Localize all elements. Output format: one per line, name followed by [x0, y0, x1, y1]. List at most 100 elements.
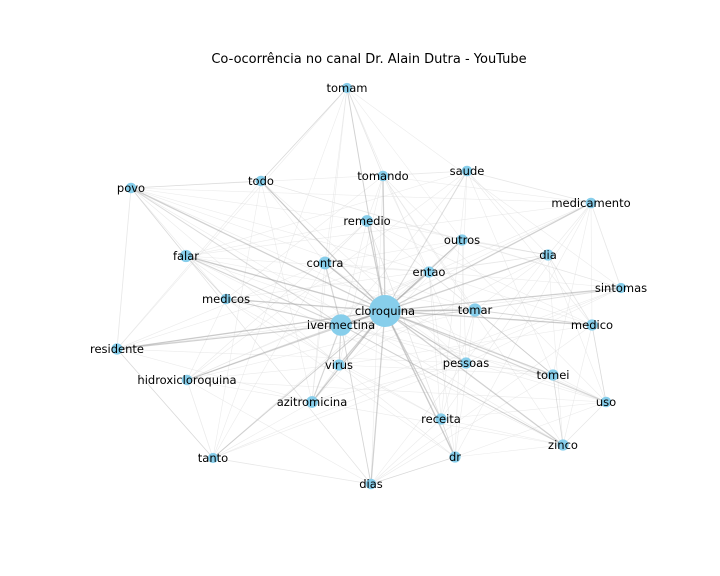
node-label-uso: uso [596, 395, 616, 409]
background-edge [338, 364, 456, 458]
background-edge [454, 202, 592, 458]
node-povo[interactable] [125, 182, 137, 194]
edge-tomar-medico [474, 309, 593, 326]
node-outros[interactable] [456, 234, 468, 246]
edge-receita-dr [440, 418, 456, 458]
node-label-cloroquina: cloroquina [355, 304, 415, 318]
background-edge [370, 324, 593, 485]
edge-medico-uso [591, 324, 607, 403]
node-remedio[interactable] [361, 215, 373, 227]
node-ivermectina[interactable] [330, 314, 352, 336]
background-edge [338, 324, 593, 366]
node-dias[interactable] [365, 478, 377, 490]
background-edge [440, 401, 607, 420]
background-edge [547, 202, 592, 256]
node-receita[interactable] [435, 413, 447, 425]
edge-cloroquina-uso [384, 310, 607, 403]
node-pessoas[interactable] [460, 357, 472, 369]
edge-cloroquina-medicos [225, 298, 386, 312]
edge-ivermectina-falar [185, 255, 342, 326]
background-edge [324, 239, 463, 264]
node-sintomas[interactable] [615, 282, 627, 294]
node-tanto[interactable] [207, 452, 219, 464]
node-label-medicos: medicos [202, 292, 250, 306]
edge-dias-tanto [212, 457, 372, 485]
node-medicamento[interactable] [585, 197, 597, 209]
background-edge [212, 87, 348, 459]
background-edge [225, 298, 554, 376]
edge-cloroquina-outros [384, 239, 463, 312]
background-edge [340, 309, 476, 326]
background-edge [225, 298, 456, 458]
edge-ivermectina-azitromicina [311, 324, 342, 403]
background-edge [547, 254, 564, 446]
background-edge [212, 287, 622, 459]
node-label-residente: residente [90, 342, 144, 356]
node-label-receita: receita [421, 412, 461, 426]
node-todo[interactable] [255, 175, 267, 187]
background-edge [311, 262, 326, 403]
edge-ivermectina-povo [130, 187, 342, 326]
background-edge [552, 374, 607, 403]
background-edge [454, 401, 607, 458]
node-zinco[interactable] [557, 439, 569, 451]
background-edge [466, 170, 554, 376]
background-edge [591, 324, 607, 403]
edge-cloroquina-tomam [346, 87, 386, 312]
node-hidroxicloroquina[interactable] [181, 374, 193, 386]
node-contra[interactable] [318, 256, 332, 270]
node-falar[interactable] [179, 249, 193, 263]
node-dia[interactable] [542, 249, 554, 261]
node-tomar[interactable] [468, 303, 482, 317]
node-virus[interactable] [333, 359, 345, 371]
node-azitromicina[interactable] [306, 396, 318, 408]
node-label-outros: outros [444, 233, 480, 247]
background-edge [370, 175, 384, 485]
background-edge [440, 309, 476, 420]
background-edge [340, 324, 607, 403]
edge-dias-dr [370, 456, 456, 485]
node-label-dr: dr [449, 450, 461, 464]
background-edge [311, 87, 348, 403]
edge-azitromicina-virus [311, 364, 340, 403]
node-cloroquina[interactable] [369, 295, 401, 327]
background-edge [116, 87, 348, 350]
background-edge [311, 310, 386, 403]
node-uso[interactable] [600, 396, 612, 408]
node-medicos[interactable] [220, 293, 232, 305]
edge-residente-povo [116, 187, 132, 350]
background-edge [370, 418, 442, 485]
background-edge [186, 220, 368, 381]
edge-cloroquina-todo [260, 180, 386, 312]
background-edge [116, 348, 467, 364]
edge-cloroquina-pessoas [384, 310, 467, 364]
node-dr[interactable] [449, 451, 461, 463]
node-medico[interactable] [586, 319, 598, 331]
background-edge [454, 170, 468, 458]
background-edge [130, 170, 468, 189]
background-edge [186, 364, 340, 381]
background-edge [186, 202, 592, 381]
node-residente[interactable] [111, 343, 123, 355]
background-edge [212, 262, 326, 459]
background-edge [454, 444, 564, 458]
background-edge [440, 170, 468, 420]
edge-falar-medicos [185, 255, 227, 300]
node-saude[interactable] [461, 165, 473, 177]
node-entao[interactable] [423, 266, 435, 278]
background-edge [186, 379, 607, 403]
edge-cloroquina-dia [384, 254, 549, 312]
edge-ivermectina-medicos [225, 298, 342, 326]
edges-layer [116, 87, 622, 485]
node-label-todo: todo [248, 174, 274, 188]
background-edge [225, 298, 442, 420]
background-edge [186, 379, 564, 446]
background-edge [461, 239, 467, 364]
background-edge [466, 170, 593, 326]
edge-cloroquina-azitromicina [311, 310, 386, 403]
node-tomam[interactable] [341, 82, 353, 94]
background-edge [116, 348, 214, 459]
background-edge [185, 255, 476, 311]
node-tomei[interactable] [547, 369, 559, 381]
node-tomando[interactable] [377, 170, 389, 182]
